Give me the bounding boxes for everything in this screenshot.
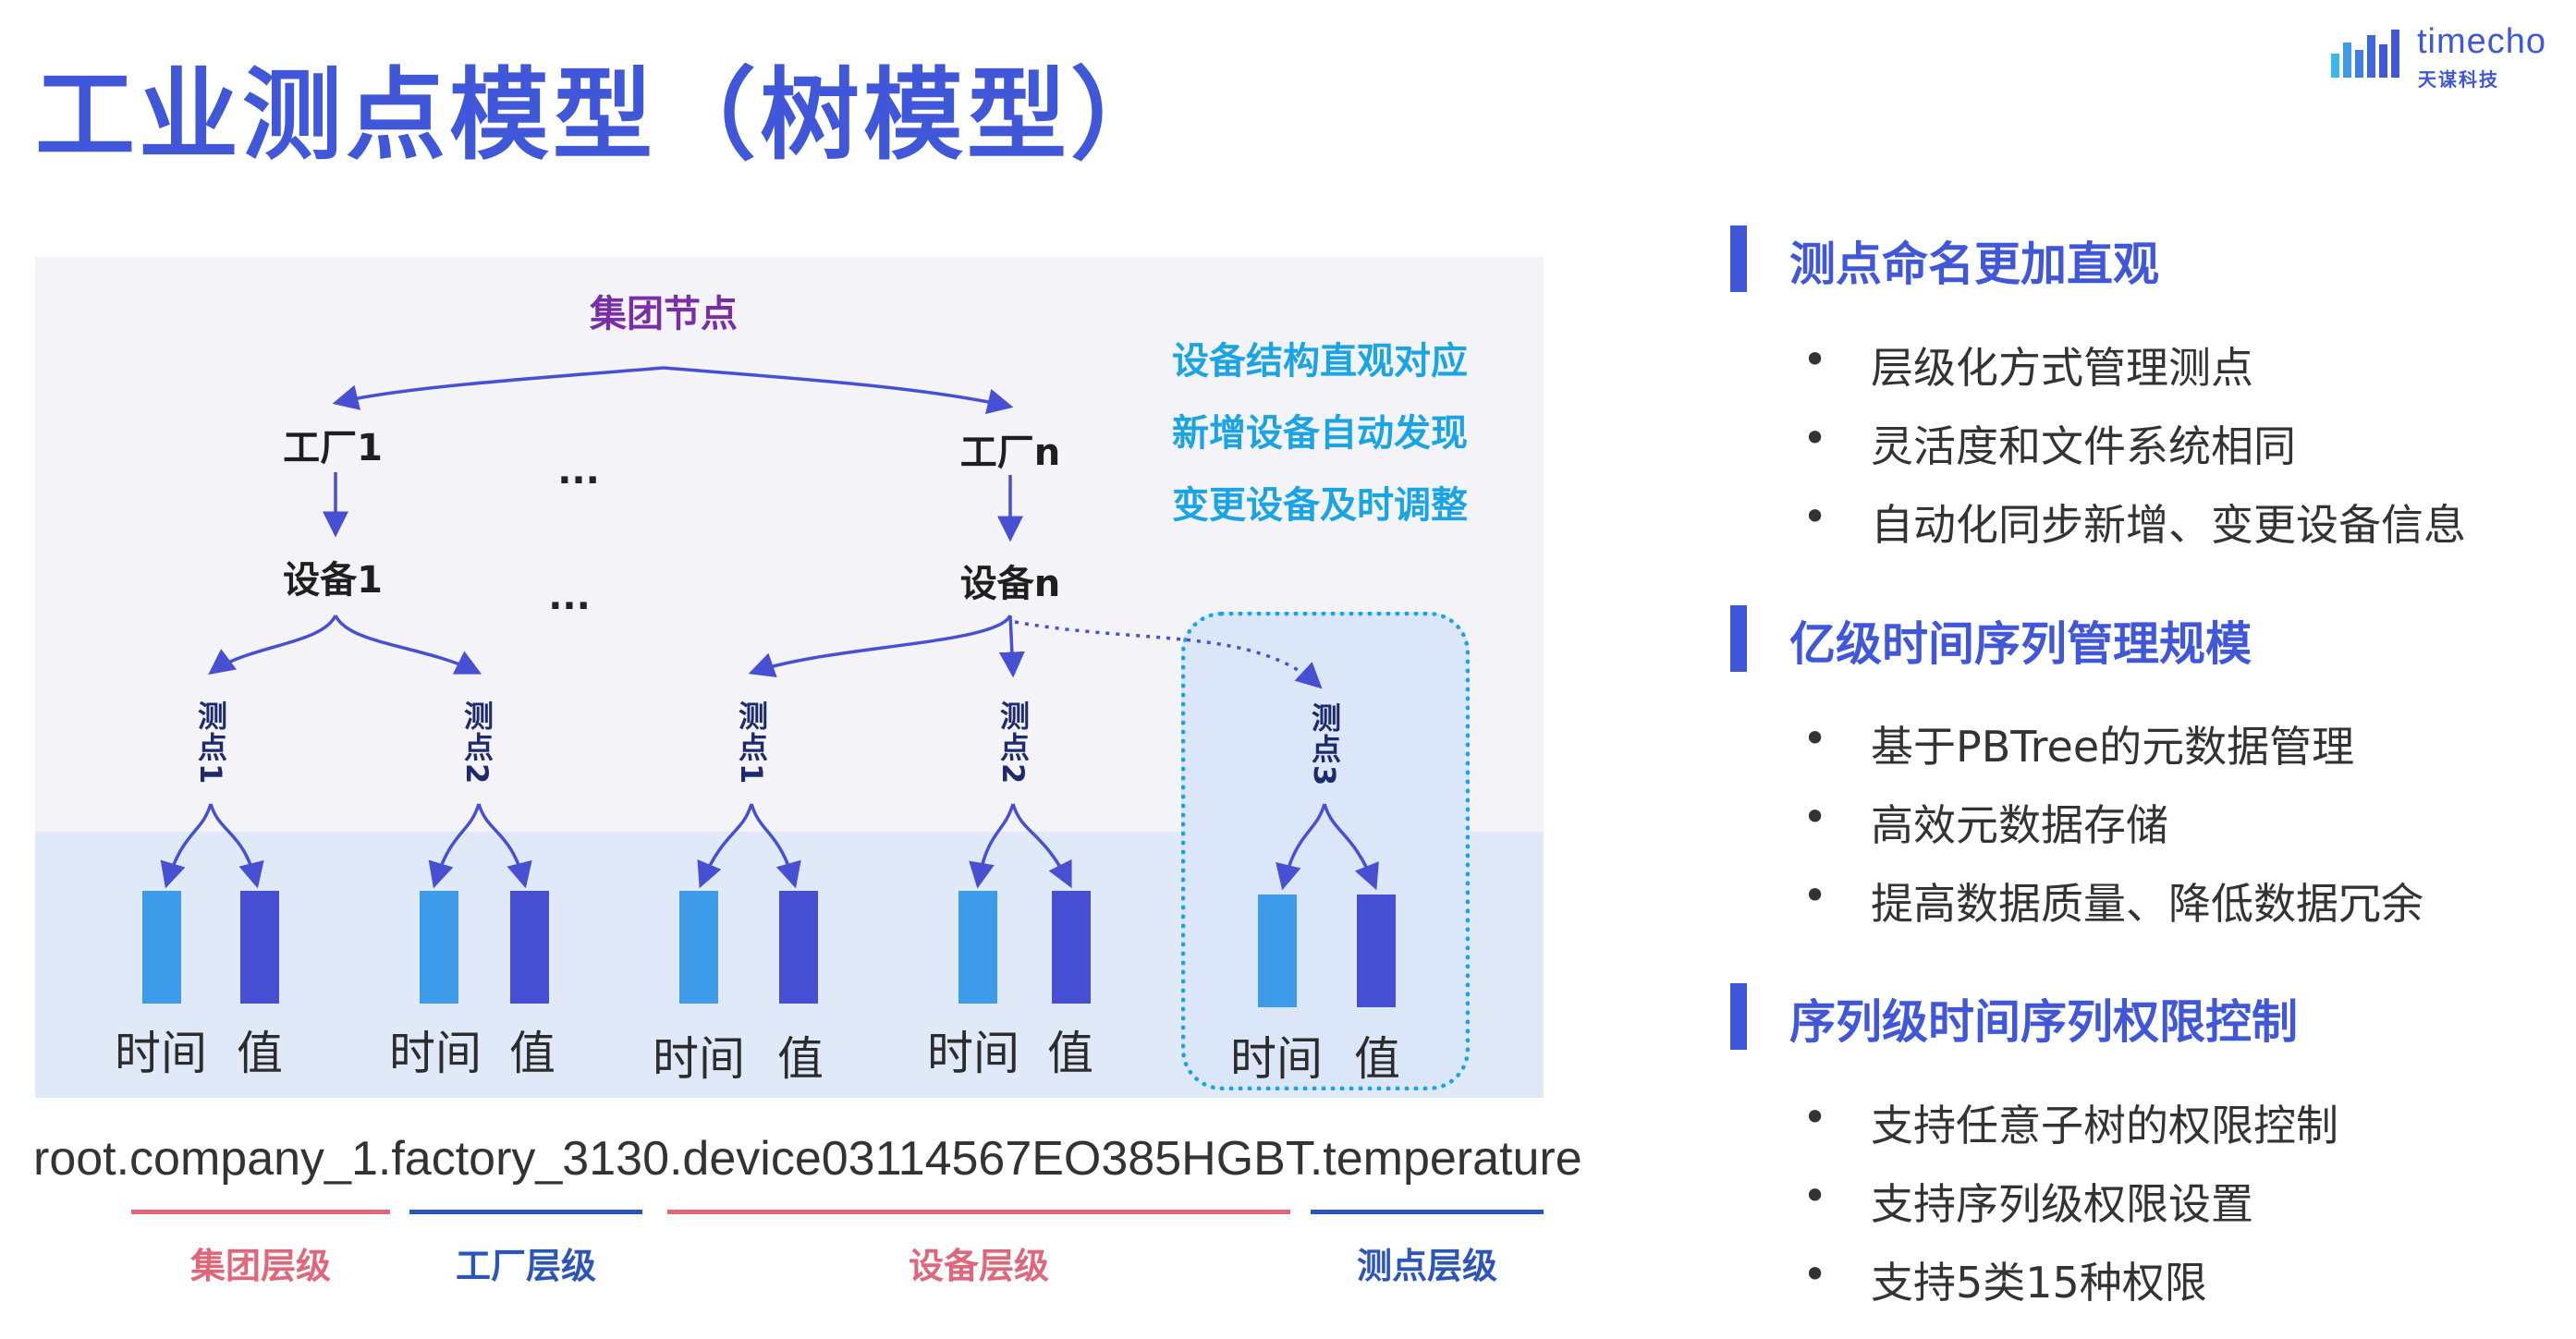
section-item: 高效元数据存储 (1871, 800, 2168, 850)
bullet-icon: • (1802, 713, 1828, 763)
company-logo: timecho 天谋科技 (2329, 22, 2570, 91)
value-bar (779, 891, 818, 1004)
time-label: 时间 (653, 1032, 745, 1086)
section-marker (1730, 605, 1747, 672)
section-item: 支持任意子树的权限控制 (1871, 1101, 2338, 1150)
section-marker (1730, 225, 1747, 292)
feature-label-2: 新增设备自动发现 (1172, 412, 1468, 455)
time-bar (1258, 895, 1297, 1007)
bullet-icon: • (1802, 492, 1828, 542)
point-level-label: 测点层级 (1356, 1246, 1498, 1286)
factory-level-underline (409, 1210, 642, 1214)
device-node-1: 设备1 (283, 559, 383, 602)
point-node: 测点3 (1307, 702, 1342, 788)
bar-chart-logo-icon (2331, 30, 2399, 78)
section-item: 自动化同步新增、变更设备信息 (1871, 500, 2466, 550)
point-node: 测点1 (734, 700, 769, 786)
time-bar (679, 891, 718, 1004)
section-item: 提高数据质量、降低数据冗余 (1871, 879, 2423, 929)
section-marker (1730, 983, 1747, 1050)
factory-node-n: 工厂n (959, 432, 1061, 474)
time-label: 时间 (1230, 1032, 1323, 1086)
section-item: 支持序列级权限设置 (1871, 1179, 2253, 1229)
factory-level-label: 工厂层级 (455, 1246, 597, 1286)
time-bar (958, 891, 997, 1004)
bullet-icon: • (1802, 335, 1828, 384)
section-item: 支持5类15种权限 (1871, 1258, 2207, 1308)
group-level-label: 集团层级 (189, 1246, 332, 1286)
device-node-n: 设备n (959, 563, 1061, 605)
section-title-permission: 序列级时间序列权限控制 (1789, 995, 2298, 1049)
logo-subtitle: 天谋科技 (2418, 68, 2499, 91)
point-node: 测点1 (193, 700, 228, 786)
point-node: 测点2 (459, 700, 494, 786)
value-bar (1052, 891, 1091, 1004)
section-title-naming: 测点命名更加直观 (1789, 237, 2159, 291)
ellipsis-devices: ... (548, 576, 591, 618)
time-bar (420, 891, 458, 1004)
section-item: 灵活度和文件系统相同 (1871, 421, 2296, 471)
group-level-underline (131, 1210, 390, 1214)
point-level-underline (1311, 1210, 1544, 1214)
factory-node-1: 工厂1 (283, 427, 383, 469)
bullet-icon: • (1802, 1092, 1828, 1142)
time-label: 时间 (927, 1027, 1019, 1080)
new-point-highlight (1181, 612, 1470, 1090)
section-item: 层级化方式管理测点 (1871, 343, 2253, 393)
time-bar (142, 891, 181, 1004)
value-label: 值 (237, 1027, 283, 1080)
tree-connectors (160, 366, 1379, 891)
time-label: 时间 (115, 1027, 207, 1080)
bullet-icon: • (1802, 1249, 1828, 1299)
value-bar (1357, 895, 1396, 1007)
value-label: 值 (777, 1032, 824, 1086)
value-label: 值 (509, 1027, 555, 1080)
device-level-underline (667, 1210, 1290, 1214)
section-title-scale: 亿级时间序列管理规模 (1789, 617, 2252, 671)
group-node: 集团节点 (590, 293, 738, 335)
value-label: 值 (1047, 1027, 1093, 1080)
feature-label-1: 设备结构直观对应 (1172, 340, 1468, 383)
page-title: 工业测点模型（树模型） (35, 58, 1175, 174)
bullet-icon: • (1802, 1171, 1828, 1221)
time-label: 时间 (389, 1027, 482, 1080)
value-label: 值 (1354, 1032, 1400, 1086)
value-bar (240, 891, 279, 1004)
ellipsis-factories: ... (557, 450, 600, 493)
value-bar (510, 891, 549, 1004)
series-path-example: root.company_1.factory_3130.device031145… (33, 1132, 1582, 1186)
device-level-label: 设备层级 (908, 1246, 1050, 1286)
logo-name: timecho (2417, 22, 2547, 61)
point-node: 测点2 (995, 700, 1031, 786)
section-item: 基于PBTree的元数据管理 (1871, 722, 2355, 772)
bullet-icon: • (1802, 413, 1828, 463)
feature-label-3: 变更设备及时调整 (1172, 484, 1468, 527)
bullet-icon: • (1802, 792, 1828, 842)
bullet-icon: • (1802, 870, 1828, 920)
tree-diagram: 集团节点 工厂1 工厂n 设备1 设备n ... ... 设备结构直观对应 新增… (35, 257, 1544, 1098)
